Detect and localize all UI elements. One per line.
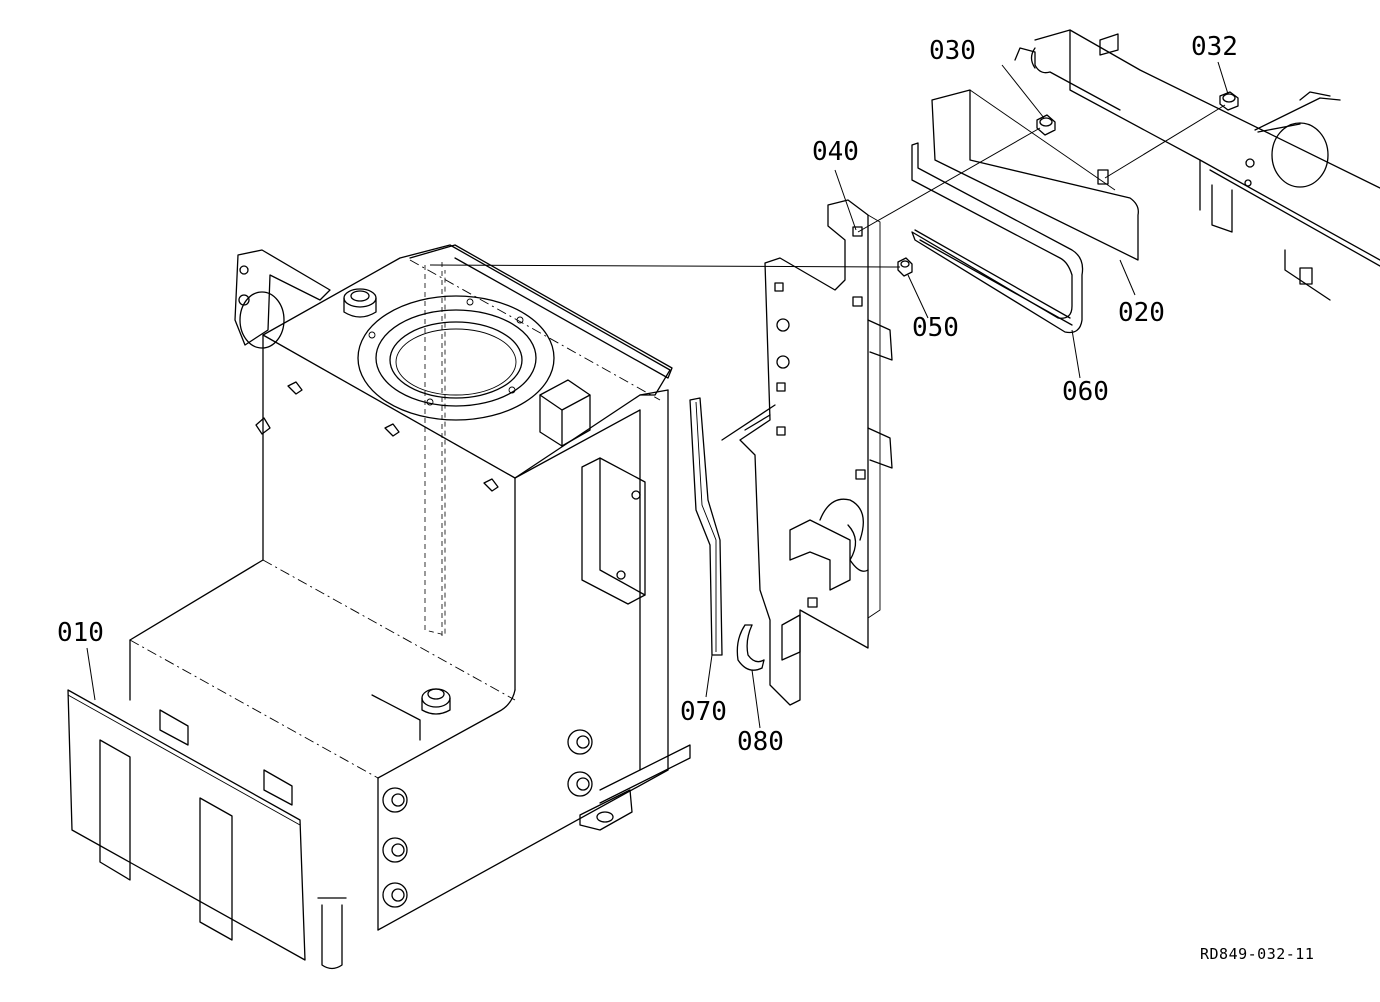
callout-050: 050: [912, 313, 959, 343]
callout-032: 032: [1191, 32, 1238, 62]
part-020-cover: [931, 89, 1139, 261]
callout-060: 060: [1062, 377, 1109, 407]
upper-frame: [1014, 29, 1380, 301]
callout-010: 010: [57, 618, 104, 648]
part-050-bolt: [897, 257, 913, 277]
part-030-bolt: [1036, 114, 1056, 136]
callout-020: 020: [1118, 298, 1165, 328]
callout-070: 070: [680, 697, 727, 727]
callout-040: 040: [812, 137, 859, 167]
callout-080: 080: [737, 727, 784, 757]
tank-body: [129, 244, 691, 970]
assembly-lines: [429, 104, 1226, 268]
callout-030: 030: [929, 36, 976, 66]
drawing-id: RD849-032-11: [1200, 945, 1315, 963]
callout-leaders: [86, 61, 1229, 729]
part-010-panel: [67, 689, 306, 961]
part-040-bracket: [721, 199, 893, 706]
part-080-clip: [736, 624, 765, 671]
part-032-bolt: [1219, 91, 1239, 111]
part-070-seal: [689, 397, 723, 656]
part-060-seal: [911, 142, 1084, 334]
